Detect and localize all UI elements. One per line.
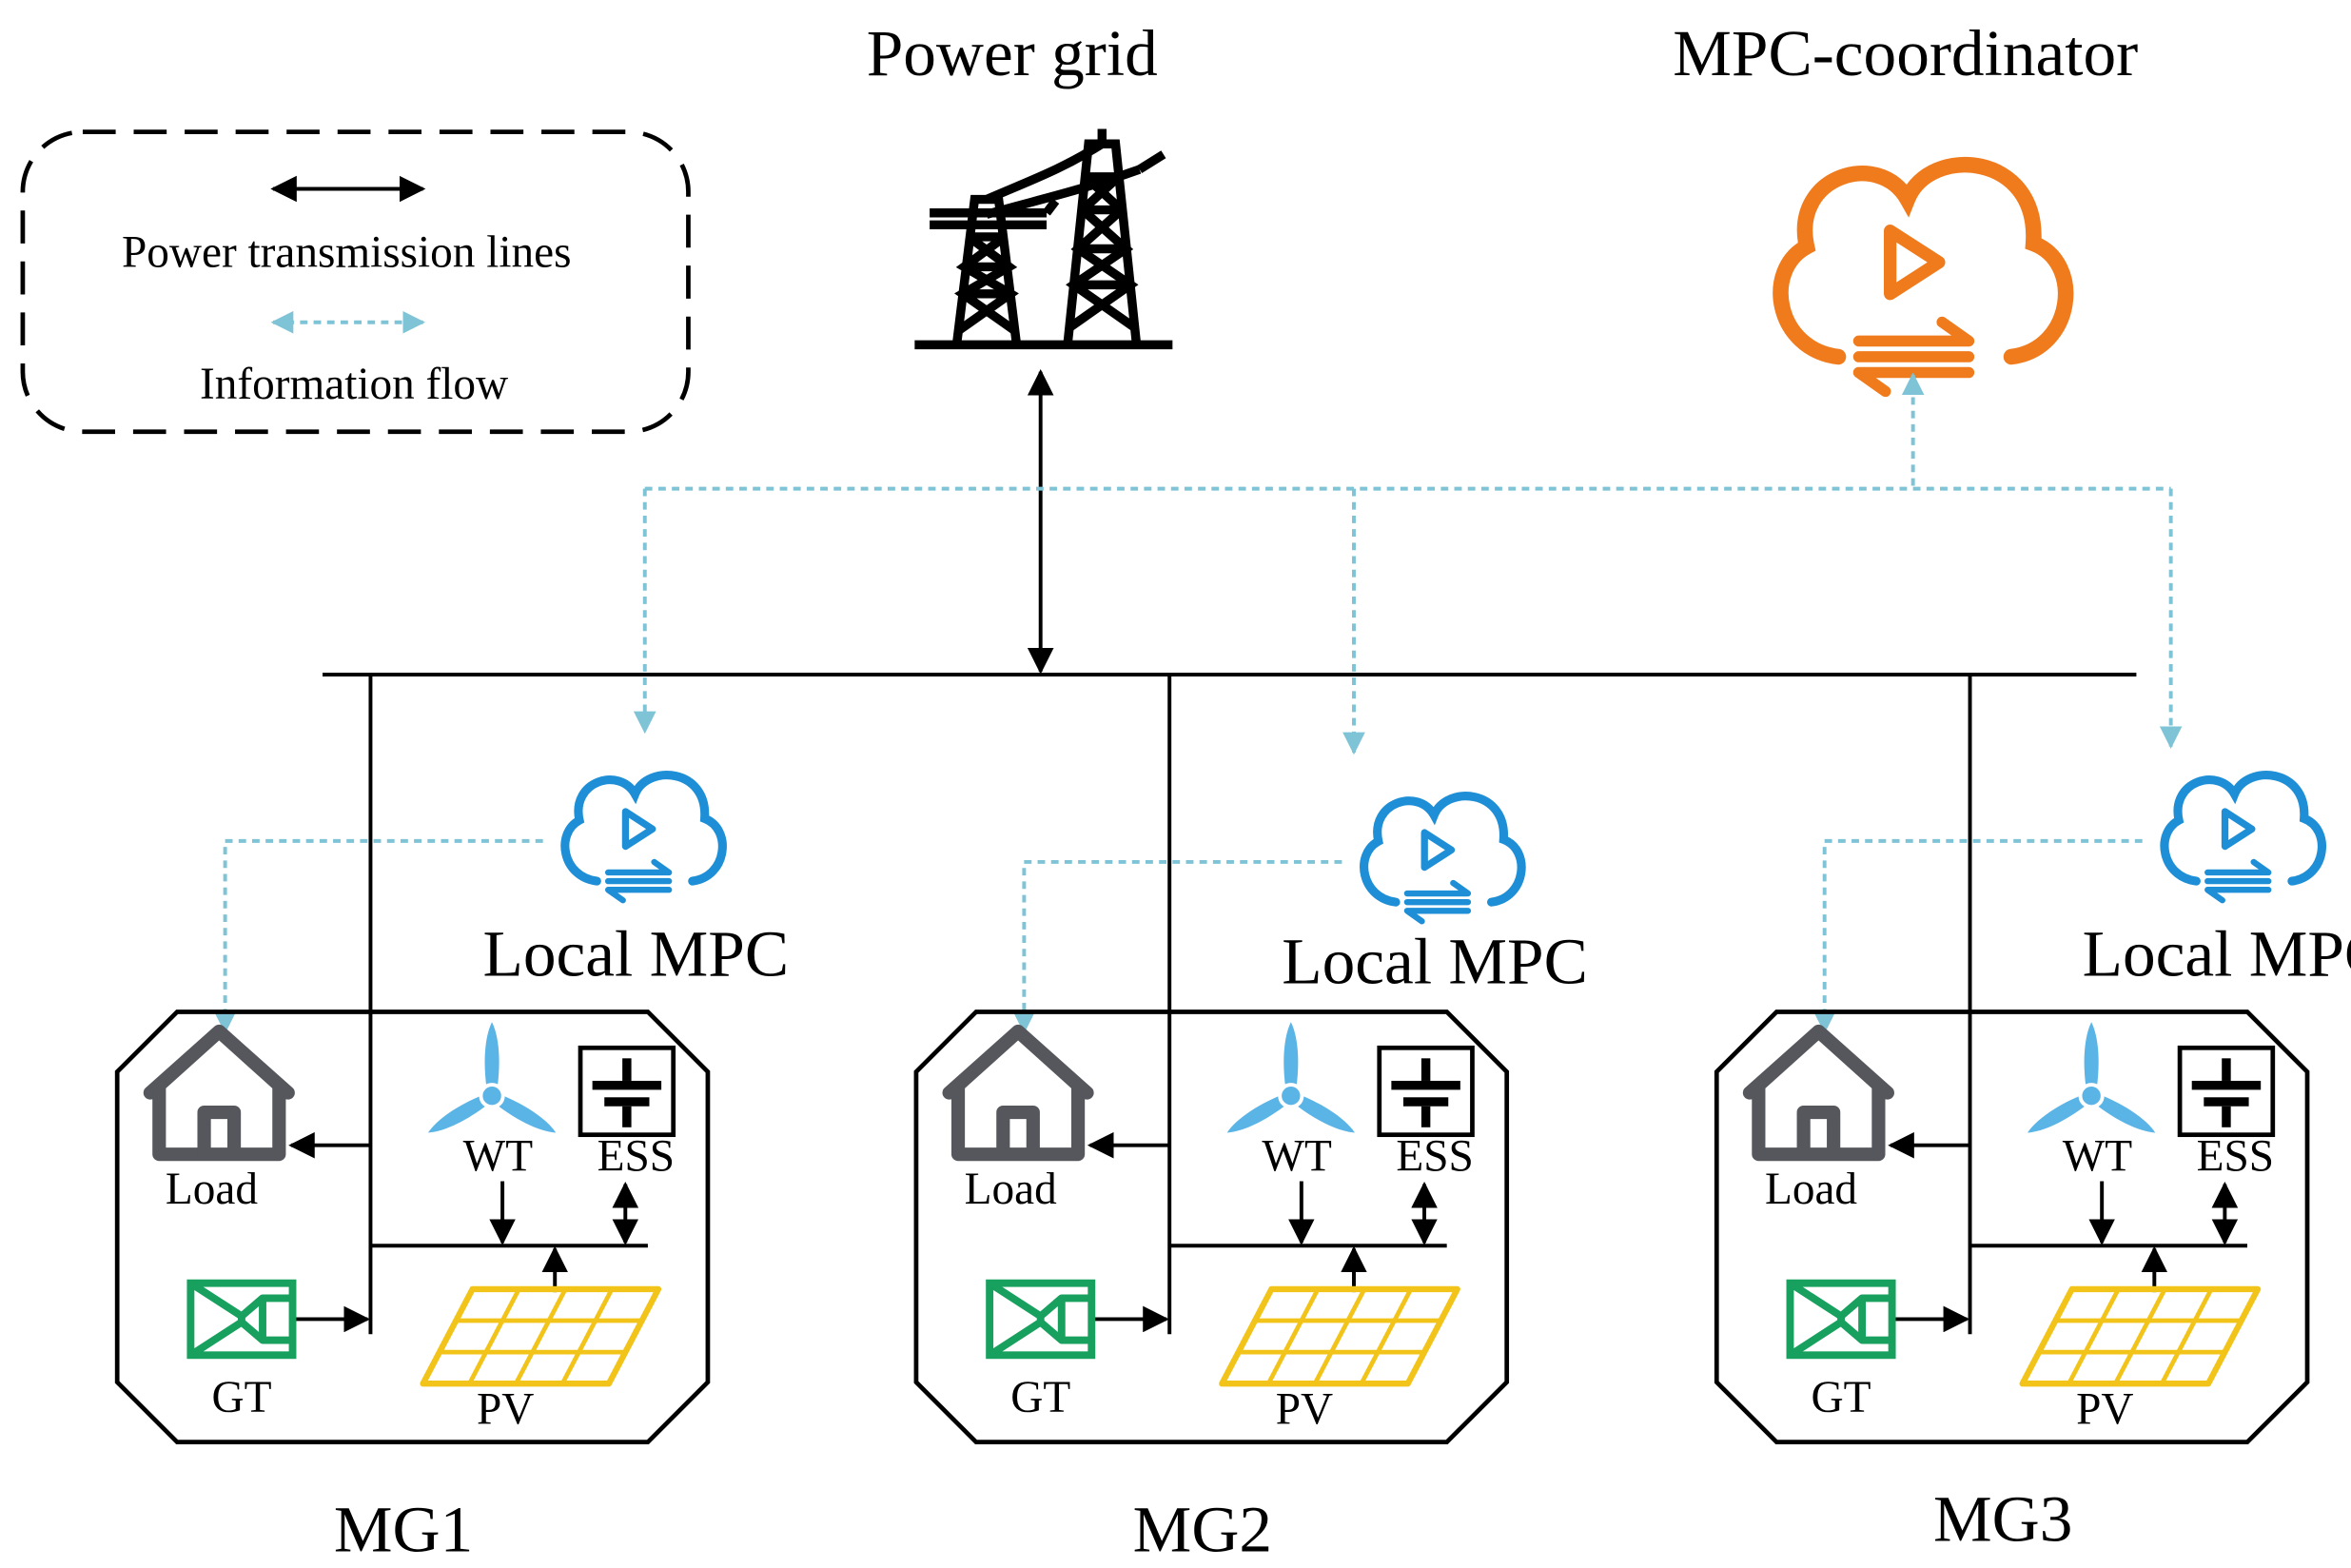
microgrids: Local MPC Load WT ESS GT PV MG1 Local MPC Load WT…	[114, 674, 2351, 1566]
local-mpc-cloud-icon	[1364, 796, 1521, 922]
house-icon	[1750, 1031, 1888, 1154]
wind-turbine-icon	[2022, 1020, 2161, 1141]
ess-label: ESS	[2197, 1131, 2274, 1181]
legend-frame	[20, 129, 691, 435]
wt-label: WT	[2063, 1131, 2133, 1181]
microgrid-name: MG2	[1133, 1493, 1272, 1566]
load-label: Load	[965, 1165, 1057, 1214]
coordinator-cloud-icon	[1781, 165, 2067, 391]
gt-label: GT	[211, 1373, 271, 1422]
local-info-flow	[1012, 859, 1342, 1034]
local-mpc-cloud-icon	[565, 775, 722, 901]
gt-label: GT	[1010, 1373, 1070, 1422]
power-grid-title: Power grid	[867, 16, 1158, 89]
local-mpc-label: Local MPC	[1282, 925, 1588, 998]
microgrid-name: MG1	[334, 1493, 473, 1566]
load-label: Load	[166, 1165, 258, 1214]
local-info-flow	[213, 838, 543, 1034]
wind-turbine-icon	[422, 1020, 561, 1141]
pv-label: PV	[477, 1385, 534, 1435]
legend: Power transmission lines Information flo…	[20, 129, 691, 435]
pv-label: PV	[1276, 1385, 1333, 1435]
microgrid-2: Local MPC Load WT ESS GT PV MG2	[913, 674, 1588, 1566]
load-label: Load	[1765, 1165, 1857, 1214]
local-mpc-label: Local MPC	[483, 917, 790, 990]
transmission-tower-icon	[914, 128, 1172, 344]
house-icon	[150, 1031, 288, 1154]
local-info-flow	[1812, 838, 2143, 1034]
wt-label: WT	[463, 1131, 534, 1181]
local-mpc-label: Local MPC	[2083, 917, 2351, 990]
gas-turbine-icon	[989, 1284, 1091, 1356]
microgrid-frame	[1714, 1009, 2310, 1445]
solar-panel-icon	[2023, 1289, 2258, 1383]
legend-info-label: Information flow	[200, 360, 508, 409]
mpc-coordinator-title: MPC-coordinator	[1673, 16, 2138, 89]
wind-turbine-icon	[1221, 1020, 1361, 1141]
gas-turbine-icon	[1790, 1284, 1891, 1356]
microgrid-frame	[114, 1009, 711, 1445]
pv-label: PV	[2076, 1385, 2133, 1435]
gas-turbine-icon	[190, 1284, 292, 1356]
local-mpc-cloud-icon	[2165, 775, 2322, 901]
ess-label: ESS	[598, 1131, 675, 1181]
gt-label: GT	[1812, 1373, 1871, 1422]
microgrid-name: MG3	[1933, 1482, 2072, 1556]
battery-capacitor-icon	[580, 1048, 674, 1134]
battery-capacitor-icon	[1380, 1048, 1473, 1134]
solar-panel-icon	[1222, 1289, 1457, 1383]
battery-capacitor-icon	[2180, 1048, 2273, 1134]
coordinator-info-flow	[633, 372, 2183, 755]
solar-panel-icon	[423, 1289, 658, 1383]
microgrid-frame	[913, 1009, 1510, 1445]
microgrid-1: Local MPC Load WT ESS GT PV MG1	[114, 674, 790, 1566]
house-icon	[950, 1031, 1087, 1154]
ess-label: ESS	[1396, 1131, 1473, 1181]
legend-power-label: Power transmission lines	[122, 227, 571, 277]
wt-label: WT	[1262, 1131, 1332, 1181]
